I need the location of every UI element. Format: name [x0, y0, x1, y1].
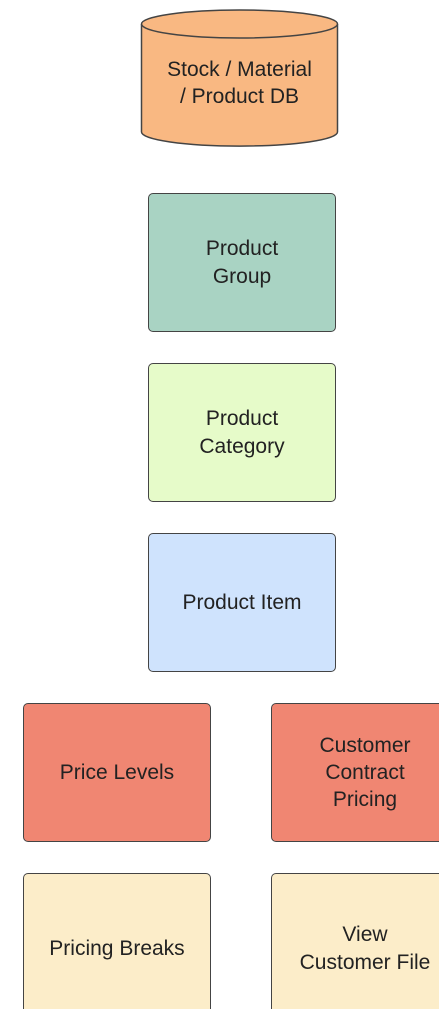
- view-customer-file-node: View Customer File: [271, 873, 439, 1009]
- price-levels-label: Price Levels: [59, 760, 175, 784]
- product-group-node: Product Group: [148, 193, 336, 332]
- database-cylinder-shape: [140, 9, 339, 147]
- customer-contract-pricing-node: Customer Contract Pricing: [271, 703, 439, 842]
- database-label: Stock / Material / Product DB: [167, 58, 312, 109]
- pricing-breaks-node: Pricing Breaks: [23, 873, 211, 1009]
- stock-material-product-db-node: Stock / Material / Product DB: [140, 8, 339, 148]
- product-item-node: Product Item: [148, 533, 336, 672]
- product-item-label: Product Item: [182, 590, 302, 614]
- view-customer-file-label: View Customer File: [299, 923, 431, 974]
- price-levels-node: Price Levels: [23, 703, 211, 842]
- pricing-breaks-label: Pricing Breaks: [49, 936, 185, 960]
- product-group-label: Product Group: [205, 237, 279, 288]
- product-category-label: Product Category: [199, 407, 285, 458]
- product-category-node: Product Category: [148, 363, 336, 502]
- customer-contract-pricing-label: Customer Contract Pricing: [319, 733, 411, 812]
